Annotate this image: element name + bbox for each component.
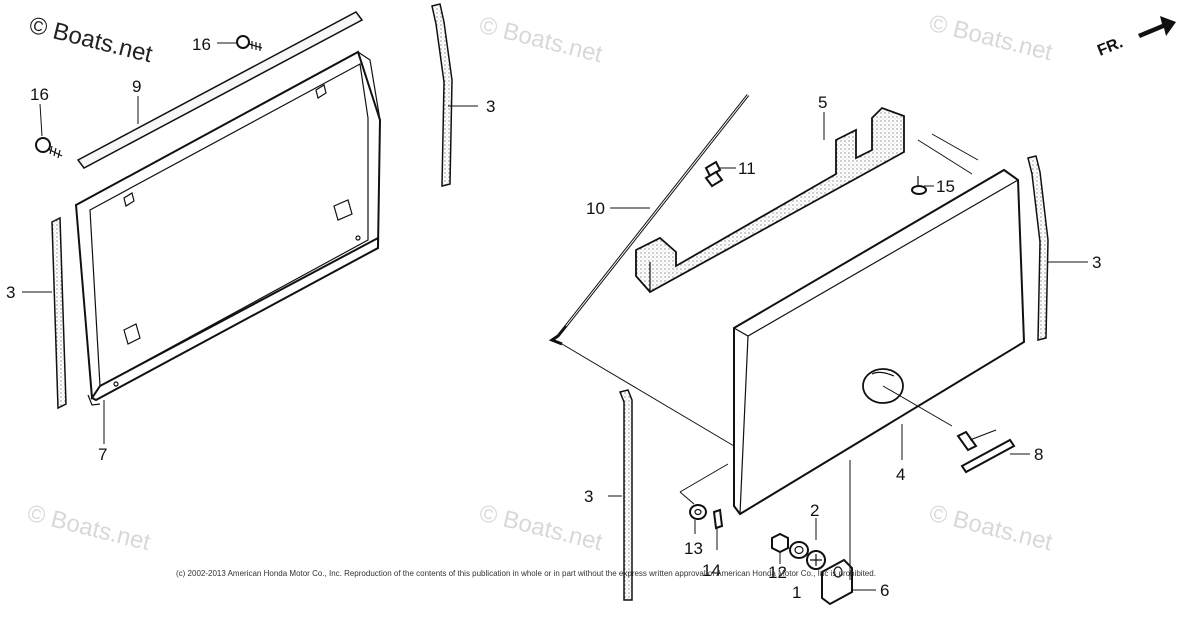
- watermark-bottom-center: © Boats.net: [477, 500, 606, 557]
- callout-14: 14: [702, 561, 721, 580]
- watermark-top-center: © Boats.net: [477, 12, 606, 69]
- callout-3-upper: 3: [486, 97, 495, 116]
- part-8-key: [956, 429, 1016, 474]
- callout-6: 6: [880, 581, 889, 600]
- callout-2: 2: [810, 501, 819, 520]
- direction-label: FR.: [1095, 34, 1125, 59]
- callout-11: 11: [738, 159, 756, 178]
- watermark-bottom-left: © Boats.net: [25, 500, 154, 557]
- part-10-rod: [548, 94, 750, 346]
- watermark-bottom-right: © Boats.net: [927, 500, 1056, 557]
- watermark-top-right: © Boats.net: [927, 10, 1056, 67]
- callout-9: 9: [132, 77, 141, 96]
- callout-8: 8: [1034, 445, 1043, 464]
- callout-10: 10: [586, 199, 605, 218]
- part-11-clip: [704, 160, 724, 188]
- front-direction-indicator: FR.: [1095, 16, 1176, 60]
- callout-16-left: 16: [30, 85, 49, 104]
- callout-1: 1: [792, 583, 801, 602]
- leader-lines: [22, 42, 1088, 591]
- callout-13: 13: [684, 539, 703, 558]
- part-9-strip: [76, 11, 364, 169]
- part-1-washer: [806, 550, 826, 570]
- callout-3-left: 3: [6, 283, 15, 302]
- part-15-bolt: [911, 176, 927, 195]
- part-16-bolt-top: [236, 35, 263, 51]
- callout-5: 5: [818, 93, 827, 112]
- callouts: 16 16 9 3 3 7 5 11 10 15 3 8 4 3 13 14 1…: [6, 35, 1101, 602]
- callout-12: 12: [768, 563, 787, 582]
- part-3-seal-lower: [618, 389, 633, 601]
- callout-4: 4: [896, 465, 905, 484]
- part-3-seal-left: [51, 216, 67, 410]
- part-13-washer: [689, 504, 707, 520]
- part-14-pin: [712, 508, 724, 530]
- callout-16-top: 16: [192, 35, 211, 54]
- part-16-bolt-left: [35, 137, 63, 159]
- part-7-frame: [74, 50, 382, 406]
- part-5-foam-block: [635, 106, 905, 294]
- watermark-logo: © Boats.net: [27, 12, 156, 69]
- callout-15: 15: [936, 177, 955, 196]
- front-arrow-icon: [1138, 16, 1176, 38]
- part-3-seal-upper: [431, 3, 453, 187]
- callout-3-right: 3: [1092, 253, 1101, 272]
- copyright-notice: (c) 2002-2013 American Honda Motor Co., …: [176, 569, 876, 578]
- callout-3-lower: 3: [584, 487, 593, 506]
- part-6-latch-plate: [821, 558, 853, 606]
- part-12-nut: [771, 532, 789, 554]
- part-3-seal-right: [1027, 155, 1049, 341]
- part-2-nut: [789, 541, 809, 559]
- callout-7: 7: [98, 445, 107, 464]
